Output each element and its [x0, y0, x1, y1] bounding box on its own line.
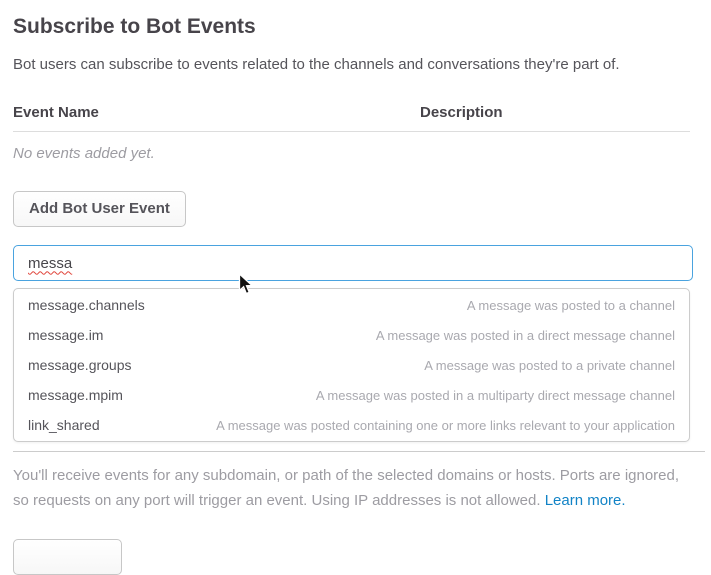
- suggestion-name: message.channels: [28, 297, 145, 313]
- column-header-description: Description: [420, 104, 503, 121]
- suggestion-item-message-channels[interactable]: message.channels A message was posted to…: [14, 290, 689, 320]
- suggestion-name: message.mpim: [28, 387, 123, 403]
- suggestion-description: A message was posted in a direct message…: [375, 327, 675, 343]
- event-search-input[interactable]: messa: [13, 245, 693, 281]
- column-header-event-name: Event Name: [13, 104, 99, 121]
- subscribe-bot-events-section: Subscribe to Bot Events Bot users can su…: [0, 14, 705, 513]
- page-title: Subscribe to Bot Events: [13, 15, 256, 38]
- empty-events-message: No events added yet.: [13, 145, 155, 162]
- suggestion-description: A message was posted in a multiparty dir…: [315, 387, 675, 403]
- table-header-divider: [13, 131, 690, 132]
- page-subtitle: Bot users can subscribe to events relate…: [13, 56, 620, 73]
- suggestion-description: A message was posted containing one or m…: [216, 417, 675, 433]
- event-suggestion-dropdown: message.channels A message was posted to…: [13, 288, 690, 442]
- suggestion-item-message-mpim[interactable]: message.mpim A message was posted in a m…: [14, 380, 689, 410]
- suggestion-item-message-groups[interactable]: message.groups A message was posted to a…: [14, 350, 689, 380]
- suggestion-item-link-shared[interactable]: link_shared A message was posted contain…: [14, 410, 689, 440]
- suggestion-description: A message was posted to a private channe…: [424, 357, 675, 373]
- footer-note-text: You'll receive events for any subdomain,…: [13, 467, 680, 509]
- add-bot-user-event-button[interactable]: Add Bot User Event: [13, 191, 186, 227]
- events-table-header: Event Name Description: [13, 104, 690, 121]
- section-divider: [13, 451, 705, 452]
- suggestion-name: link_shared: [28, 417, 100, 433]
- suggestion-name: message.im: [28, 327, 104, 343]
- suggestion-description: A message was posted to a channel: [466, 297, 675, 313]
- footer-note: You'll receive events for any subdomain,…: [13, 463, 692, 513]
- partial-bottom-button[interactable]: [13, 539, 122, 575]
- suggestion-item-message-im[interactable]: message.im A message was posted in a dir…: [14, 320, 689, 350]
- suggestion-name: message.groups: [28, 357, 132, 373]
- learn-more-link[interactable]: Learn more.: [544, 492, 626, 509]
- event-search-input-value: messa: [28, 254, 73, 272]
